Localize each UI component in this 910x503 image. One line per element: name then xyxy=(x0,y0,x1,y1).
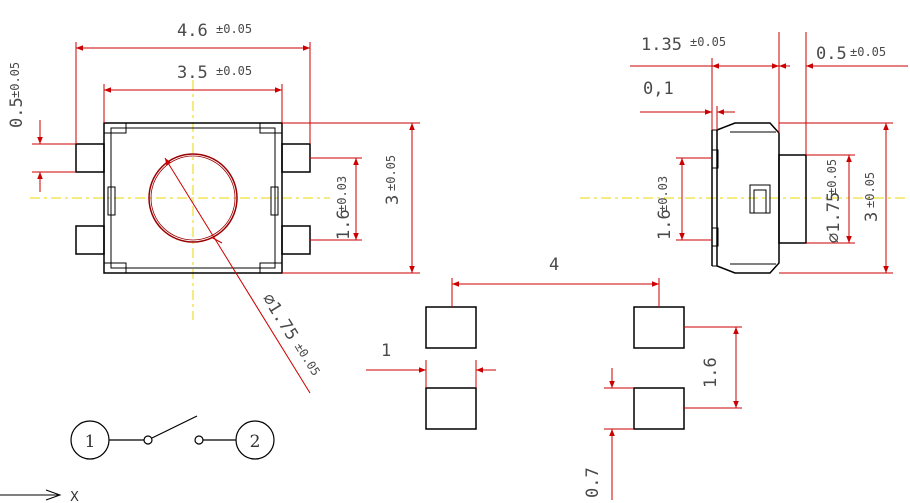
dim-side-pin-gap-tol: ±0.03 xyxy=(656,176,670,212)
dim-pin-width: 0.5 xyxy=(7,97,27,128)
dim-pin-gap-tol: ±0.03 xyxy=(335,176,349,212)
switch-inner-frame xyxy=(110,127,276,269)
dim-pad-height: 0.7 xyxy=(583,467,603,498)
dim-side-pin: 0.5 xyxy=(816,44,847,64)
dim-pad-width: 1 xyxy=(381,341,391,361)
pin1-label: 1 xyxy=(85,432,96,452)
dim-inner-width-tol: ±0.05 xyxy=(216,64,252,78)
dim-side-offset: 0,1 xyxy=(643,79,674,99)
pad-bottom-right xyxy=(633,387,685,430)
dim-total-width: 4.6 xyxy=(177,21,208,41)
dim-pin-width-tol: ±0.05 xyxy=(8,62,22,98)
dim-side-height-tol: ±0.05 xyxy=(863,172,877,208)
axis-indicator: X xyxy=(0,489,79,503)
side-view: 1.35 ±0.05 0.5 ±0.05 0,1 1.6 ±0.03 ⌀1.75… xyxy=(580,32,908,274)
dim-pin-gap: 1.6 xyxy=(334,209,354,240)
switch-body xyxy=(103,122,283,274)
dim-side-button-tol: ±0.05 xyxy=(825,159,839,195)
dim-side-button: ⌀1.75 xyxy=(824,192,844,243)
pin-bottom-right xyxy=(281,225,311,255)
axis-x-label: X xyxy=(70,490,79,503)
dim-button-diameter: ⌀1.75 xyxy=(258,290,302,344)
dim-side-height: 3 xyxy=(862,212,882,222)
dim-side-depth-tol: ±0.05 xyxy=(690,35,726,49)
dim-pitch: 4 xyxy=(549,255,559,275)
dim-pad-gap: 1.6 xyxy=(701,357,721,388)
pad-bottom-left xyxy=(425,387,477,430)
front-view: 4.6 ±0.05 3.5 ±0.05 0.5 ±0.05 1.6 ±0.03 … xyxy=(7,21,420,394)
dim-side-pin-gap: 1.6 xyxy=(655,209,675,240)
pad-layout: 4 1 1.6 0.7 xyxy=(366,255,742,500)
switch-contact xyxy=(151,415,198,439)
side-button xyxy=(778,154,807,244)
switch-schematic: 1 2 xyxy=(70,415,275,460)
dim-total-width-tol: ±0.05 xyxy=(216,22,252,36)
pin-top-right xyxy=(281,143,311,173)
pin2-circle xyxy=(235,420,275,460)
button-circle xyxy=(148,153,238,243)
pad-top-left xyxy=(425,306,477,349)
dim-button-diameter-tol: ±0.05 xyxy=(292,340,323,378)
pin-bottom-left xyxy=(75,225,105,255)
diameter-leader xyxy=(164,157,311,394)
dim-side-depth: 1.35 xyxy=(641,35,682,55)
pin2-label: 2 xyxy=(250,432,261,452)
pin-top-left xyxy=(75,143,105,173)
dim-inner-width: 3.5 xyxy=(177,63,208,83)
pad-top-right xyxy=(633,306,685,349)
dim-side-pin-tol: ±0.05 xyxy=(850,45,886,59)
dim-height-tol: ±0.05 xyxy=(384,155,398,191)
dim-height: 3 xyxy=(383,195,403,205)
side-body xyxy=(716,122,780,274)
